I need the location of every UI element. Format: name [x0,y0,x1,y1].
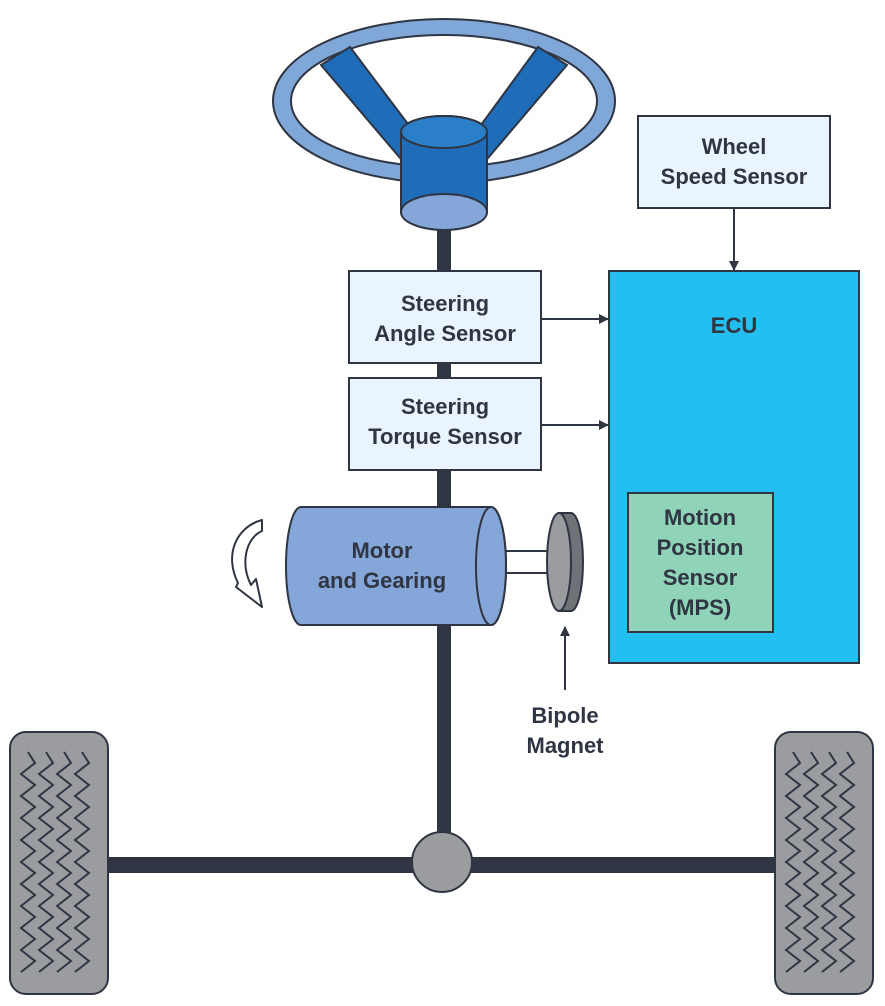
tire-tread-line [19,751,37,973]
steering-wheel-icon [272,18,616,231]
ecu-label: ECU [711,313,757,338]
tire-tread-line [802,751,820,973]
bipole-magnet-label-1: Bipole [531,703,598,728]
steering-angle-sensor-label-1: Steering [401,291,489,316]
steering-angle-sensor-label-2: Angle Sensor [374,321,516,346]
tire-tread-line [73,751,91,973]
mps-label-2: Position [657,535,744,560]
tire-tread-line [55,751,73,973]
mps-label-4: (MPS) [669,595,731,620]
rotation-arrow-icon [231,519,263,608]
bipole-magnet-icon [546,512,584,612]
tire-tread-line [838,751,856,973]
steering-angle-sensor-box: Steering Angle Sensor [348,270,542,364]
motor-and-gearing: Motor and Gearing [285,506,507,626]
pivot-joint-icon [411,831,473,893]
steering-torque-sensor-label-1: Steering [401,394,489,419]
tire-tread-line [820,751,838,973]
steering-torque-sensor-label-2: Torque Sensor [368,424,522,449]
steering-torque-sensor-box: Steering Torque Sensor [348,377,542,471]
wheel-speed-sensor-label-1: Wheel [702,134,767,159]
left-tire-icon [9,731,109,995]
mps-label-1: Motion [664,505,736,530]
motion-position-sensor-box: Motion Position Sensor (MPS) [627,492,774,633]
wheel-speed-sensor-label-2: Speed Sensor [661,164,808,189]
mps-label-3: Sensor [663,565,738,590]
bipole-magnet-label-2: Magnet [527,733,605,758]
motor-label-1: Motor [351,538,413,563]
tire-tread-line [784,751,802,973]
wheel-speed-sensor-box: Wheel Speed Sensor [637,115,831,209]
right-tire-icon [774,731,874,995]
motor-label-2: and Gearing [318,568,446,593]
tire-tread-line [37,751,55,973]
